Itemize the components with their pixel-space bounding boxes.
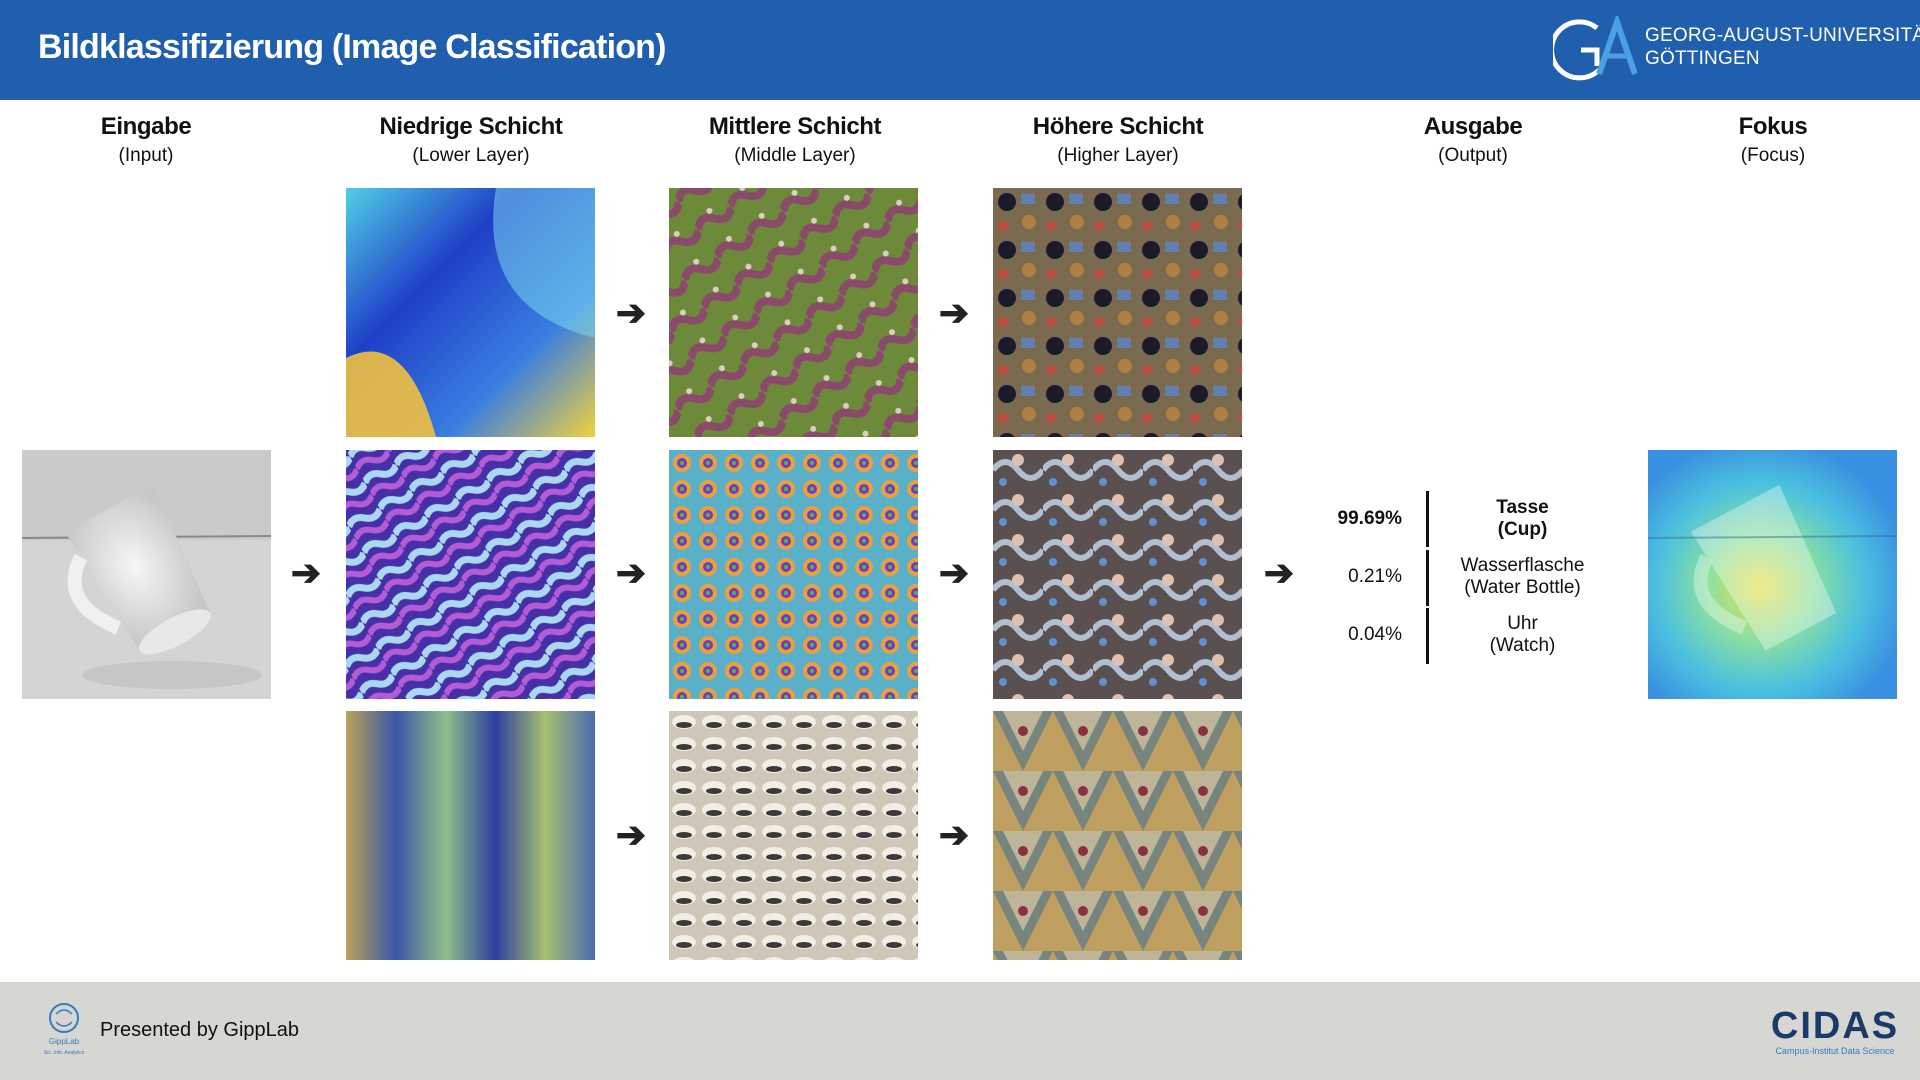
lower-layer-feature-1: [346, 188, 595, 437]
prediction-probability: 0.04%: [1348, 624, 1402, 645]
higher-layer-feature-1: [993, 188, 1242, 437]
cidas-tagline: Campus-Institut Data Science: [1775, 1046, 1894, 1056]
column-heading-output: Ausgabe (Output): [1343, 113, 1603, 167]
right-arrow-icon: ➔: [290, 552, 322, 593]
right-arrow-icon: ➔: [615, 292, 647, 333]
prediction-probability: 0.21%: [1348, 566, 1402, 587]
column-heading-input: Eingabe (Input): [16, 113, 276, 167]
prediction-label-en: (Watch): [1489, 635, 1556, 656]
right-arrow-icon: ➔: [615, 814, 647, 855]
column-subtitle: (Higher Layer): [1057, 145, 1179, 166]
prediction-label-de: Uhr: [1507, 613, 1538, 634]
right-arrow-icon: ➔: [938, 814, 970, 855]
presented-by-text: Presented by GippLab: [100, 1019, 300, 1041]
right-arrow-icon: ➔: [938, 552, 970, 593]
column-title: Eingabe: [100, 113, 192, 140]
gipplab-tagline: Sci. Info. Analytics: [44, 1050, 85, 1056]
higher-layer-feature-3: [993, 711, 1242, 960]
right-arrow-icon: ➔: [938, 292, 970, 333]
cidas-logo: CIDAS Campus-Institut Data Science: [1765, 1002, 1905, 1062]
column-title: Höhere Schicht: [1032, 113, 1204, 140]
prediction-label-de: Wasserflasche: [1460, 555, 1585, 576]
gipplab-logo: GippLab Sci. Info. Analytics: [38, 1000, 98, 1062]
brain-icon: GippLab Sci. Info. Analytics: [44, 1003, 85, 1056]
column-subtitle: (Focus): [1740, 145, 1806, 166]
column-subtitle: (Input): [118, 145, 174, 166]
header-bar: Bildklassifizierung (Image Classificatio…: [0, 0, 1920, 100]
university-logo: GEORG-AUGUST-UNIVERSITÄT GÖTTINGEN: [1553, 14, 1920, 86]
lower-layer-feature-3: [346, 711, 595, 960]
input-image-cup: [22, 450, 271, 699]
prediction-label-en: (Water Bottle): [1464, 577, 1581, 598]
column-title: Ausgabe: [1423, 113, 1523, 140]
footer-bar: GippLab Sci. Info. Analytics Presented b…: [0, 982, 1920, 1080]
column-heading-higher-layer: Höhere Schicht (Higher Layer): [988, 113, 1248, 167]
university-name-line-1: GEORG-AUGUST-UNIVERSITÄT: [1645, 25, 1920, 46]
column-subtitle: (Lower Layer): [412, 145, 530, 166]
prediction-label-de: Tasse: [1496, 497, 1549, 518]
column-title: Niedrige Schicht: [379, 113, 563, 140]
right-arrow-icon: ➔: [615, 552, 647, 593]
column-title: Mittlere Schicht: [708, 113, 882, 140]
right-arrow-icon: ➔: [1263, 552, 1295, 593]
prediction-label-en: (Cup): [1497, 519, 1548, 540]
page-title: Bildklassifizierung (Image Classificatio…: [38, 28, 666, 66]
prediction-probability: 99.69%: [1337, 508, 1402, 529]
focus-heatmap-image: [1648, 450, 1897, 699]
column-heading-focus: Fokus (Focus): [1643, 113, 1903, 167]
cidas-logo-text: CIDAS: [1771, 1005, 1899, 1047]
goettingen-logo-icon: [1553, 16, 1637, 81]
middle-layer-feature-2: [669, 450, 918, 699]
divider-line: [1426, 491, 1429, 547]
column-title: Fokus: [1738, 113, 1808, 140]
higher-layer-feature-2: [993, 450, 1242, 699]
divider-line: [1426, 550, 1429, 606]
lower-layer-feature-2: [346, 450, 595, 699]
column-heading-middle-layer: Mittlere Schicht (Middle Layer): [665, 113, 925, 167]
column-heading-lower-layer: Niedrige Schicht (Lower Layer): [341, 113, 601, 167]
column-subtitle: (Middle Layer): [734, 145, 856, 166]
divider-line: [1426, 608, 1429, 664]
university-name-line-2: GÖTTINGEN: [1645, 48, 1760, 69]
prediction-label: Uhr (Watch): [1430, 613, 1615, 657]
column-subtitle: (Output): [1438, 145, 1508, 166]
middle-layer-feature-1: [669, 188, 918, 437]
prediction-label: Wasserflasche (Water Bottle): [1430, 555, 1615, 599]
middle-layer-feature-3: [669, 711, 918, 960]
prediction-label: Tasse (Cup): [1430, 497, 1615, 541]
gipplab-logo-text: GippLab: [49, 1037, 80, 1046]
